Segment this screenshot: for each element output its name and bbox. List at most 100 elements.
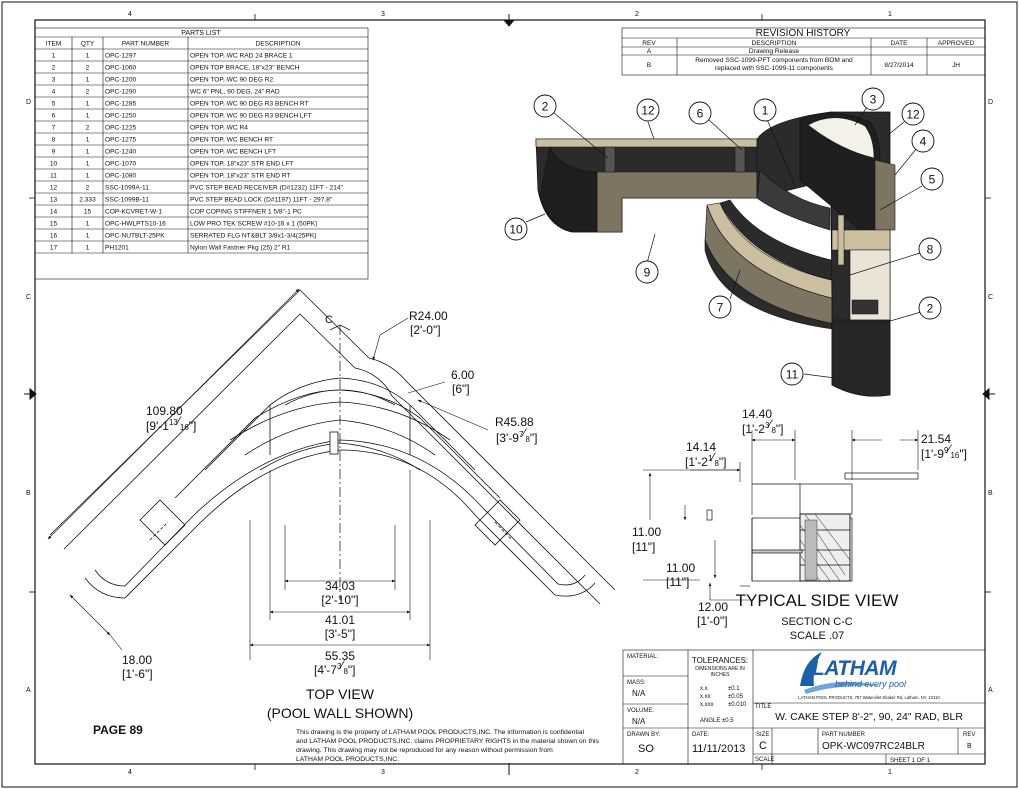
parts-list-cell: 1 xyxy=(52,53,56,60)
zone-right-D: D xyxy=(988,99,993,106)
parts-list-cell: SERRATED FLG NT&BLT 3/8x1-3/4(25PK) xyxy=(190,233,316,240)
notice-line-3: drawing. This drawing may not be reprodu… xyxy=(296,747,553,754)
dim-11-a: 11.00 xyxy=(632,525,661,539)
side-view-title: TYPICAL SIDE VIEW xyxy=(736,591,899,610)
date-value: 11/11/2013 xyxy=(692,743,745,755)
zone-top-2: 2 xyxy=(635,11,639,18)
rev-header-rev: REV xyxy=(642,40,656,47)
parts-list-cell: 11 xyxy=(50,173,57,180)
parts-list-title: PARTS LIST xyxy=(181,30,221,37)
parts-list-cell: PVC STEP BEAD RECEIVER (D#1232) 11FT - 2… xyxy=(190,185,344,192)
parts-list-cell: 1 xyxy=(86,173,90,180)
tol-xxx-value: ±0.05 xyxy=(728,694,744,700)
top-view-labels: C R24.00 [2'-0"] 6.00 [6"] R45.88 [3'-97… xyxy=(122,309,537,721)
item-balloon xyxy=(918,237,942,261)
parts-list-cell: 7 xyxy=(52,125,56,132)
tol-xx-label: x.x xyxy=(700,686,708,692)
parts-list-cell: 8 xyxy=(52,137,56,144)
dim-11-b: 11.00 xyxy=(666,561,695,575)
top-view-title: TOP VIEW xyxy=(306,686,375,702)
drawing-title: W. CAKE STEP 8'-2", 90, 24" RAD, BLR xyxy=(775,711,963,723)
dim-34: 34.03 xyxy=(325,579,355,593)
parts-list-header: PART NUMBER xyxy=(122,41,170,48)
zone-ticks xyxy=(29,14,991,770)
rev-header-description: DESCRIPTION xyxy=(751,40,796,47)
parts-list-cell: SSC-1099A-11 xyxy=(105,185,149,192)
dim-6: 6.00 xyxy=(451,368,475,382)
parts-list-cell: OPEN TOP, 18"x23" STR END RT xyxy=(190,173,291,180)
item-balloon-label: 8 xyxy=(927,243,934,257)
dim-11-b-ft: [11"] xyxy=(666,575,689,589)
parts-list-cell: 2 xyxy=(86,65,90,72)
drawn-by-label: DRAWN BY: xyxy=(627,732,661,738)
parts-list-cell: 1 xyxy=(86,149,90,156)
rev-b-description-2: replaced with SSC-1099-11 components xyxy=(715,65,834,72)
parts-list-cell: 1 xyxy=(86,245,90,252)
top-view-centerline xyxy=(329,324,351,600)
item-balloon-label: 6 xyxy=(697,107,704,121)
parts-list-cell: 15 xyxy=(50,221,58,228)
item-balloon xyxy=(753,98,777,122)
sheet-number: SHEET 1 OF 1 xyxy=(890,758,931,764)
dim-21-54: 21.54 xyxy=(921,432,951,446)
section-mark-c: C xyxy=(325,314,333,326)
item-balloon xyxy=(920,167,944,191)
parts-list-cell: OPC-1080 xyxy=(105,173,136,180)
parts-list-cell: WC 6" PNL, 90 DEG, 24" RAD xyxy=(190,89,280,96)
parts-list-cell: OPC-1240 xyxy=(105,149,136,156)
centering-marks xyxy=(24,14,995,775)
mass-label: MASS: xyxy=(627,680,646,686)
side-view-section: SECTION C-C xyxy=(781,616,853,628)
parts-list-cell: OPEN TOP, 18"x23" STR END LFT xyxy=(190,161,294,168)
parts-list-cell: 1 xyxy=(86,113,90,120)
side-view-dimension-lines xyxy=(643,430,919,601)
item-balloon-label: 11 xyxy=(786,368,799,382)
zone-bottom-2: 2 xyxy=(635,769,639,776)
parts-list-cell: 2.333 xyxy=(79,197,96,204)
parts-list-cell: 15 xyxy=(84,209,92,216)
item-balloon-label: 9 xyxy=(644,266,651,280)
rev-label: REV xyxy=(963,732,975,738)
material-label: MATERIAL: xyxy=(627,654,659,660)
angle-tolerance: ANGLE ±0.5 xyxy=(700,718,734,724)
mass-value: N/A xyxy=(632,689,646,698)
scale-label: SCALE xyxy=(755,757,775,763)
dim-r45-ft: [3'-97⁄8"] xyxy=(496,426,537,445)
parts-list-cell: OPC-1297 xyxy=(105,53,136,60)
proprietary-notice: This drawing is the property of LATHAM P… xyxy=(296,729,600,763)
item-balloon xyxy=(533,94,557,118)
item-balloon xyxy=(504,217,528,241)
parts-list-cell: OPEN TOP, WC BENCH LFT xyxy=(190,149,276,156)
parts-list-cell: 1 xyxy=(86,77,90,84)
dim-14-14-ft: [1'-21⁄8"] xyxy=(685,450,726,469)
rev-value: B xyxy=(967,743,972,750)
parts-list-cell: OPEN TOP, WC 90 DEG R3 BENCH RT xyxy=(190,101,309,108)
parts-list-cell: OPC-1285 xyxy=(105,101,136,108)
zone-top-3: 3 xyxy=(381,11,385,18)
logo-tagline: behind every pool xyxy=(835,679,907,689)
notice-line-1: This drawing is the property of LATHAM P… xyxy=(296,729,585,736)
notice-line-4: LATHAM POOL PRODUCTS,INC. xyxy=(296,756,399,763)
tolerances-note-1: DIMENSIONS ARE IN xyxy=(695,666,745,672)
tol-xxxx-value: ±0.010 xyxy=(728,702,747,708)
parts-list-cell: 2 xyxy=(86,185,90,192)
parts-list-cell: OPC-1070 xyxy=(105,161,136,168)
parts-list-cell: PH1201 xyxy=(105,245,129,252)
item-balloon xyxy=(780,362,804,386)
logo-wordmark: LATHAM xyxy=(812,657,897,680)
parts-list-cell: OPC-HWLPTS10-16 xyxy=(105,221,166,228)
dim-11-a-ft: [11"] xyxy=(632,540,655,554)
dim-18-ft: [1'-6"] xyxy=(122,667,153,681)
parts-list-cell: 10 xyxy=(50,161,58,168)
item-balloon-label: 2 xyxy=(927,302,934,316)
top-view-drawing xyxy=(49,289,616,605)
dim-109: 109.80 xyxy=(146,404,183,418)
rev-b-date: 8/27/2014 xyxy=(884,62,914,69)
item-balloon-label: 12 xyxy=(641,104,655,118)
zone-bottom-1: 1 xyxy=(888,769,892,776)
parts-list-cell: 1 xyxy=(86,53,90,60)
item-balloon-label: 7 xyxy=(717,301,724,315)
zone-left-A: A xyxy=(26,687,31,694)
